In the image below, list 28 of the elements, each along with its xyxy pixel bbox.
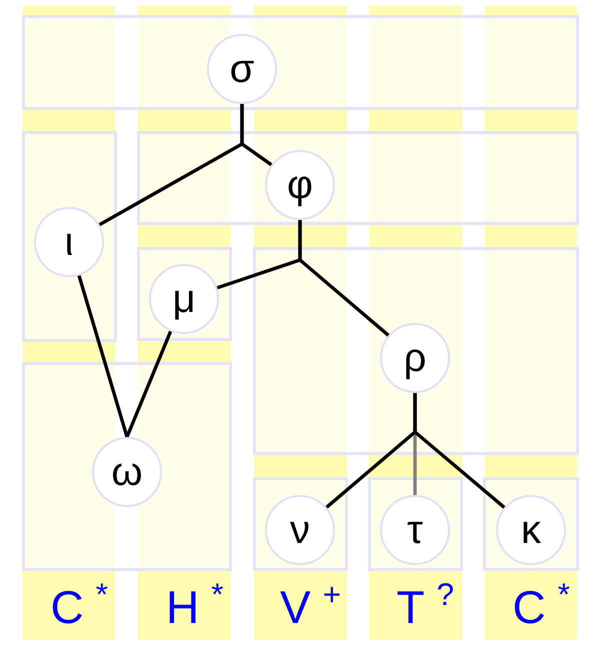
group-box — [22, 362, 232, 571]
column-label: T$^{?}$ — [396, 584, 454, 630]
group-box — [483, 477, 579, 571]
group-box — [137, 131, 579, 225]
column-label: V$^{+}$ — [280, 584, 341, 630]
node-letter: φ — [287, 165, 313, 205]
group-box — [253, 477, 348, 571]
node-letter: σ — [230, 49, 254, 89]
node-letter: κ — [521, 510, 541, 550]
group-box — [137, 247, 232, 341]
column-label: H$^{*}$ — [166, 584, 224, 630]
group-box — [22, 131, 117, 342]
connector-line — [298, 220, 390, 337]
node-letter: ρ — [404, 338, 426, 378]
group-box — [253, 247, 579, 455]
node-letter: ω — [111, 452, 143, 492]
group-box — [368, 477, 463, 571]
node-letter: ι — [64, 222, 74, 262]
node-letter: ν — [290, 510, 310, 550]
group-box — [22, 15, 579, 110]
column-label: C$^{*}$ — [50, 584, 108, 630]
connector-line — [77, 275, 129, 438]
connector-line — [240, 104, 272, 166]
connector-line — [125, 330, 172, 438]
node-letter: μ — [172, 279, 196, 319]
column-label: C$^{*}$ — [512, 584, 570, 630]
connector-line — [413, 393, 506, 509]
node-letter: τ — [407, 510, 423, 550]
